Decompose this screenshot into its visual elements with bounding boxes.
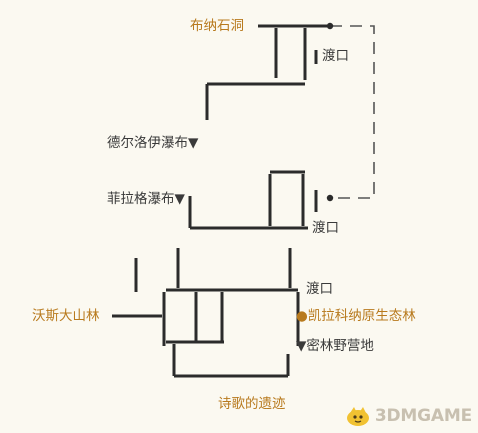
location-kela-forest: ●凯拉科纳原生态林: [296, 308, 416, 324]
location-wosi-forest: 沃斯大山林: [32, 308, 100, 324]
location-ferry-top: 渡口: [322, 48, 349, 64]
watermark-text: 3DMGAME: [374, 406, 472, 426]
dashed-link: [330, 25, 375, 199]
location-forest-camp: ▼密林野营地: [296, 338, 374, 354]
location-ruins-of-song: 诗歌的遗迹: [218, 396, 286, 412]
watermark-logo-icon: [345, 405, 371, 427]
location-bunaqi-cave: 布纳石洞: [190, 18, 244, 34]
watermark: 3DMGAME: [345, 405, 472, 427]
dot-top-end: [326, 22, 334, 30]
location-dercello-falls: 德尔洛伊瀑布▼: [107, 135, 199, 151]
dot-mid-end: [326, 194, 334, 202]
location-filag-falls: 菲拉格瀑布▼: [107, 191, 185, 207]
location-ferry-mid: 渡口: [312, 220, 339, 236]
location-ferry-low: 渡口: [306, 281, 333, 297]
dot-kela: [296, 313, 304, 321]
